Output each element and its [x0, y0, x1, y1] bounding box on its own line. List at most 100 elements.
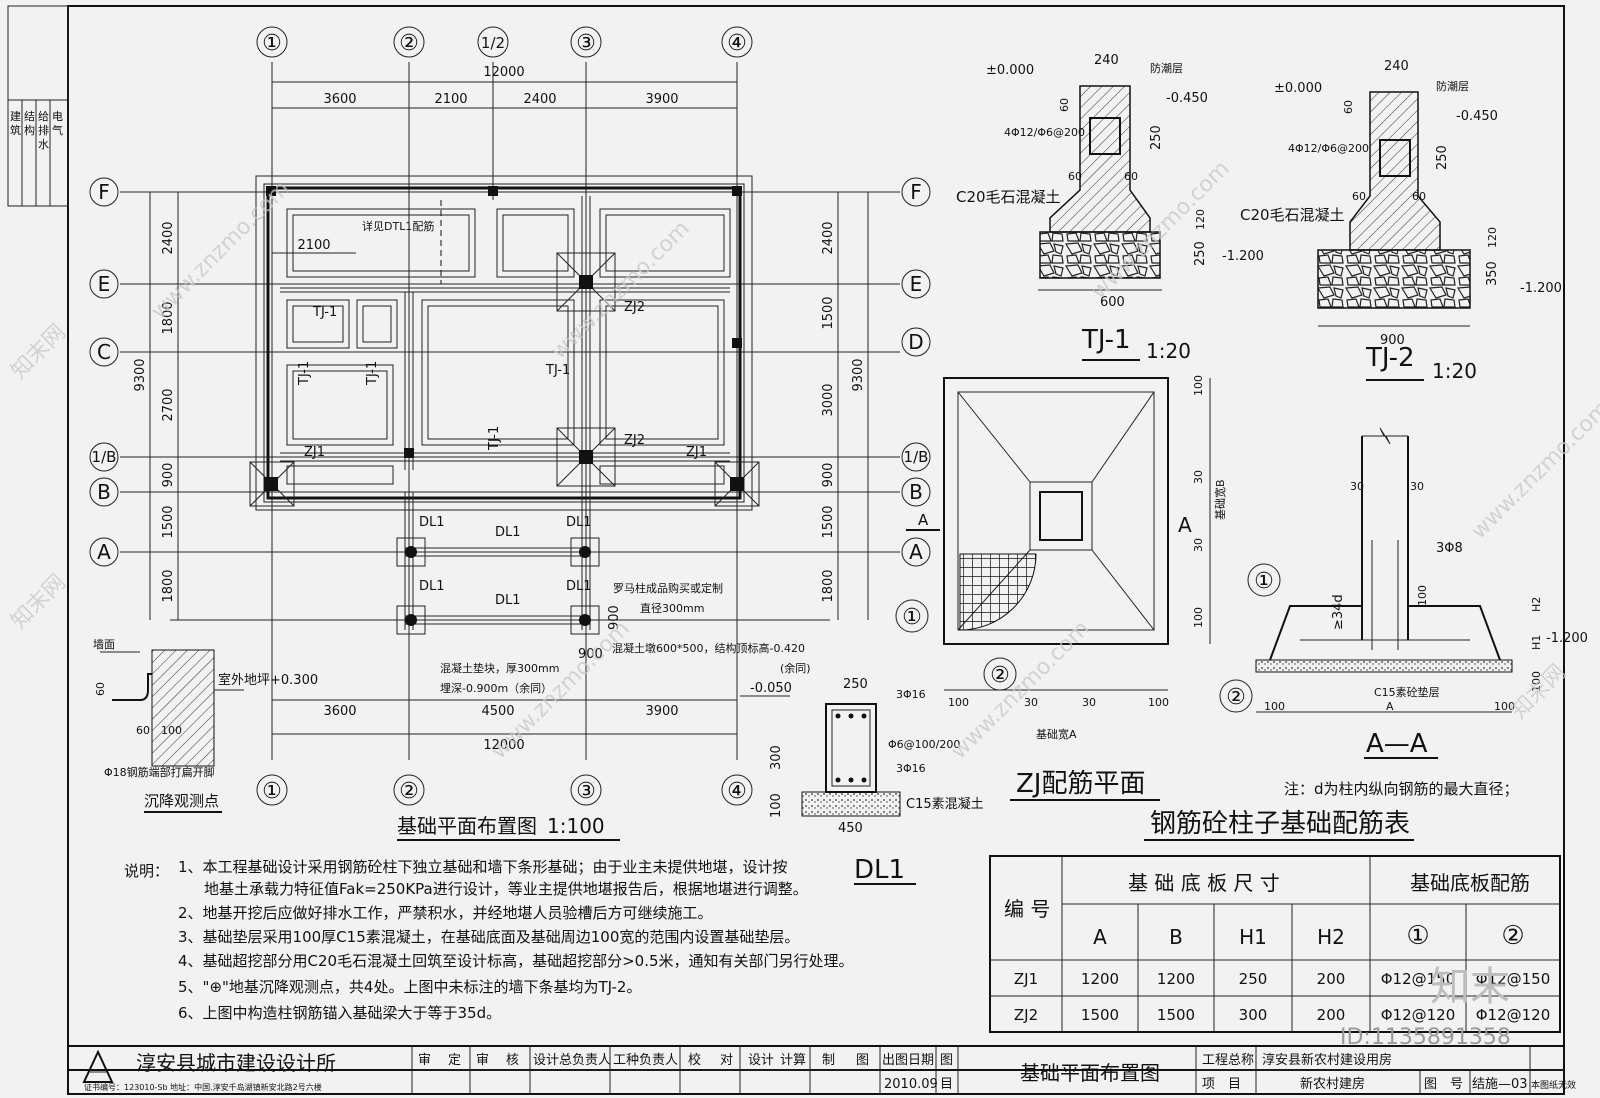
- svg-text:埋深-0.900m（余同）: 埋深-0.900m（余同）: [440, 681, 552, 695]
- svg-text:工种负责人: 工种负责人: [613, 1053, 678, 1068]
- svg-text:基础宽A: 基础宽A: [1036, 727, 1077, 741]
- svg-text:防潮层: 防潮层: [1150, 61, 1183, 75]
- svg-text:200: 200: [1317, 1006, 1346, 1024]
- svg-text:DL1: DL1: [495, 525, 521, 540]
- svg-text:900: 900: [1380, 333, 1405, 348]
- dl1-title: DL1: [854, 855, 905, 885]
- svg-text:计算: 计算: [780, 1053, 806, 1068]
- svg-text:www.znzmo.com: www.znzmo.com: [1467, 396, 1600, 544]
- svg-text:基础底板配筋: 基础底板配筋: [1410, 871, 1530, 895]
- svg-text:1/2: 1/2: [481, 34, 505, 52]
- svg-text:60: 60: [136, 724, 150, 737]
- svg-text:DL1: DL1: [566, 515, 592, 530]
- svg-text:Φ12@150: Φ12@150: [1381, 970, 1456, 988]
- svg-text:D: D: [908, 330, 923, 354]
- svg-text:①: ①: [902, 605, 922, 630]
- svg-text:100: 100: [1530, 671, 1543, 692]
- svg-text:1/B: 1/B: [904, 448, 929, 466]
- svg-text:250: 250: [1193, 241, 1208, 266]
- tj1-section: 600 240 防潮层 ±0.000 -0.450 4Φ12/Φ6@200 25…: [956, 53, 1264, 363]
- svg-text:1:100: 1:100: [547, 814, 605, 838]
- svg-text:A: A: [909, 540, 923, 564]
- svg-text:结: 结: [24, 110, 35, 123]
- svg-text:③: ③: [576, 31, 596, 56]
- svg-text:30: 30: [1082, 696, 1096, 709]
- svg-text:设计: 设计: [748, 1053, 774, 1068]
- svg-text:-0.050: -0.050: [750, 681, 792, 696]
- svg-text:60: 60: [1412, 190, 1426, 203]
- drawing-name: 基础平面布置图: [1020, 1061, 1160, 1085]
- svg-text:1、本工程基础设计采用钢筋砼柱下独立基础和墙下条形基础；由于: 1、本工程基础设计采用钢筋砼柱下独立基础和墙下条形基础；由于业主未提供地堪，设计…: [178, 858, 788, 876]
- svg-text:地基土承载力特征值Fak=250KPa进行设计，等业主提供地: 地基土承载力特征值Fak=250KPa进行设计，等业主提供地堪报告后，根据地堪进…: [204, 880, 808, 898]
- aa-title: A—A: [1366, 729, 1428, 759]
- svg-text:6、上图中构造柱钢筋锚入基础梁大于等于35d。: 6、上图中构造柱钢筋锚入基础梁大于等于35d。: [178, 1004, 501, 1022]
- svg-text:100: 100: [769, 793, 784, 818]
- svg-text:筑: 筑: [10, 123, 21, 137]
- svg-text:2010.09: 2010.09: [884, 1077, 938, 1092]
- zj2-pad-lower: [556, 427, 616, 487]
- svg-text:混凝土墩600*500，结构顶标高-0.420: 混凝土墩600*500，结构顶标高-0.420: [612, 641, 805, 655]
- svg-text:DL1: DL1: [419, 579, 445, 594]
- svg-text:TJ-1: TJ-1: [312, 305, 337, 320]
- svg-text:H1: H1: [1530, 635, 1543, 650]
- svg-text:①: ①: [1406, 921, 1429, 951]
- svg-text:3、基础垫层采用100厚C15素混凝土，在基础底面及基础周边: 3、基础垫层采用100厚C15素混凝土，在基础底面及基础周边100宽的范围内设置…: [178, 928, 799, 946]
- tj2-title: TJ-2: [1365, 343, 1415, 373]
- svg-text:Φ12@120: Φ12@120: [1476, 1006, 1551, 1024]
- svg-text:ZJ1: ZJ1: [1014, 970, 1038, 988]
- svg-text:±0.000: ±0.000: [986, 63, 1034, 78]
- svg-text:1200: 1200: [1157, 970, 1195, 988]
- svg-text:450: 450: [838, 821, 863, 836]
- svg-text:目: 目: [940, 1077, 953, 1092]
- svg-text:②: ②: [399, 31, 419, 56]
- svg-text:1500: 1500: [1157, 1006, 1195, 1024]
- svg-text:-1.200: -1.200: [1546, 631, 1588, 646]
- svg-text:100: 100: [1192, 375, 1205, 396]
- svg-text:图: 图: [856, 1053, 869, 1068]
- svg-text:1800: 1800: [161, 301, 176, 334]
- aa-note: 注：d为柱内纵向钢筋的最大直径；: [1284, 780, 1519, 798]
- svg-text:250: 250: [1149, 125, 1164, 150]
- svg-text:知末网: 知末网: [1507, 660, 1571, 724]
- svg-text:ZJ2: ZJ2: [624, 433, 645, 448]
- signature-cells: 审 定 审 核 设计总负责人 工种负责人 校 对 设计 计算 制 图 出图日期 …: [412, 1046, 959, 1094]
- svg-text:3600: 3600: [323, 92, 356, 107]
- svg-text:9300: 9300: [133, 358, 148, 391]
- svg-text:100: 100: [1264, 700, 1285, 713]
- tj2-section: 900 240 防潮层 ±0.000 -0.450 4Φ12/Φ6@200 25…: [1240, 59, 1562, 383]
- svg-text:2400: 2400: [821, 221, 836, 254]
- svg-text:B: B: [1169, 925, 1183, 949]
- svg-text:30: 30: [1192, 538, 1205, 552]
- svg-text:250: 250: [843, 677, 868, 692]
- svg-text:3Φ8: 3Φ8: [1436, 541, 1463, 556]
- dims-bottom: 3600 4500 3900 12000: [323, 704, 678, 753]
- svg-text:TJ-1: TJ-1: [487, 426, 502, 451]
- svg-text:100: 100: [1494, 700, 1515, 713]
- svg-text:编 号: 编 号: [1004, 897, 1050, 921]
- svg-text:1500: 1500: [161, 505, 176, 538]
- svg-text:12000: 12000: [483, 65, 524, 80]
- svg-text:1/B: 1/B: [92, 448, 117, 466]
- svg-text:60: 60: [1352, 190, 1366, 203]
- svg-text:-0.450: -0.450: [1456, 109, 1498, 124]
- svg-text:建: 建: [10, 109, 21, 123]
- svg-text:-1.200: -1.200: [1520, 281, 1562, 296]
- watermark-logo: 知末: [1430, 964, 1510, 1010]
- svg-text:②: ②: [1501, 921, 1524, 951]
- svg-text:H1: H1: [1239, 925, 1267, 949]
- svg-text:2700: 2700: [161, 388, 176, 421]
- svg-text:混凝土垫块，厚300mm: 混凝土垫块，厚300mm: [440, 661, 559, 675]
- svg-text:1:20: 1:20: [1146, 339, 1191, 363]
- svg-text:制: 制: [822, 1053, 835, 1068]
- svg-text:900: 900: [821, 463, 836, 488]
- svg-text:④: ④: [727, 779, 747, 804]
- svg-text:室外地坪+0.300: 室外地坪+0.300: [218, 672, 318, 688]
- svg-text:③: ③: [576, 779, 596, 804]
- svg-text:④: ④: [727, 31, 747, 56]
- plan-title: 基础平面布置图: [397, 814, 537, 838]
- svg-text:3900: 3900: [645, 92, 678, 107]
- svg-text:240: 240: [1094, 53, 1119, 68]
- svg-text:对: 对: [720, 1053, 733, 1068]
- svg-text:900: 900: [607, 605, 622, 630]
- zj-rebar-plan: ① ② 100 30 30 100 基础宽B A 100 30 30 100 基…: [895, 375, 1227, 801]
